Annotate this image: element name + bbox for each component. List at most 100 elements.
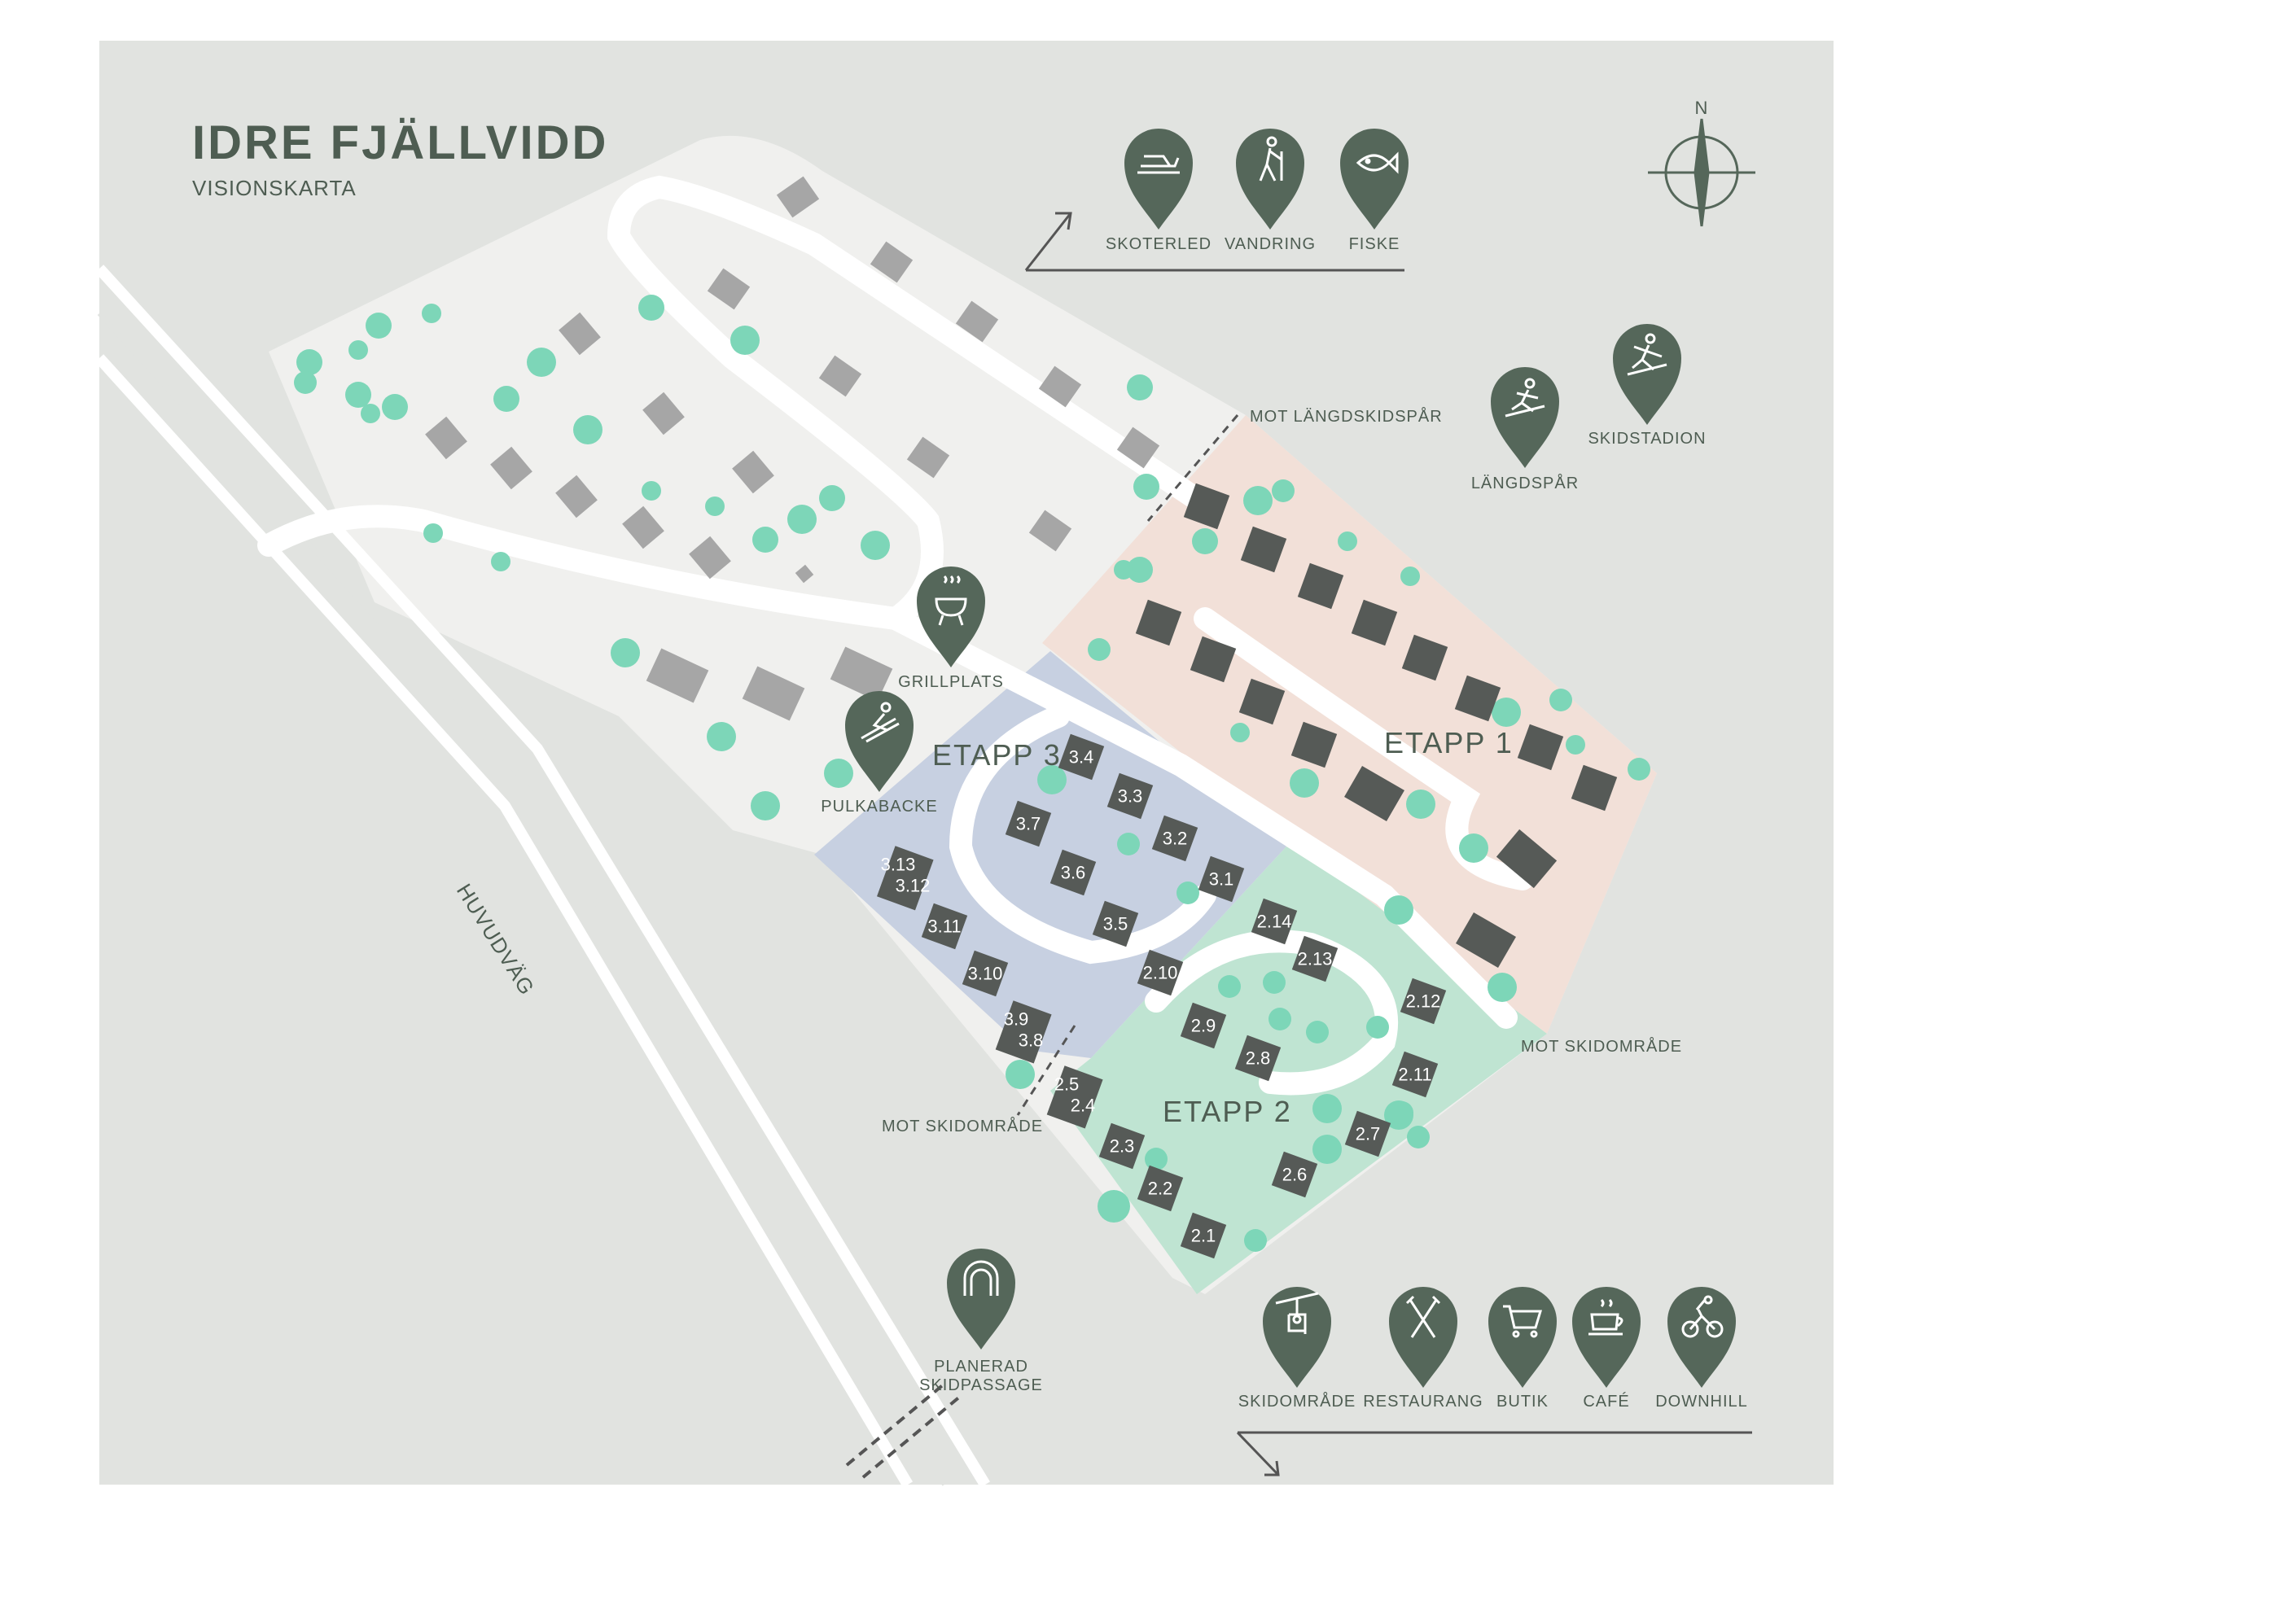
pin-pulkabacke[interactable]: [845, 691, 914, 792]
svg-text:2.13: 2.13: [1298, 949, 1333, 969]
plot-2-14: 2.14: [1251, 898, 1298, 945]
pin-label-skidstadion: SKIDSTADION: [1588, 430, 1706, 448]
pin-skoterled[interactable]: [1124, 129, 1193, 230]
plot-2-5: 2.5: [1054, 1074, 1080, 1095]
etapp3-label: ETAPP 3: [932, 738, 1062, 772]
page-subtitle: VISIONSKARTA: [192, 176, 357, 200]
dashed-tracks: [1016, 414, 1239, 1116]
biathlon-icon: [1627, 333, 1667, 376]
plot-2-3: 2.3: [1098, 1122, 1146, 1170]
pin-grillplats[interactable]: [917, 567, 985, 667]
plot-3-9-3-8: [995, 1000, 1052, 1064]
planned-ski-passage: [845, 1382, 962, 1479]
svg-text:3.2: 3.2: [1163, 829, 1188, 849]
plot-2-8: 2.8: [1234, 1035, 1282, 1082]
pin-skidomrade[interactable]: [1263, 1287, 1331, 1388]
plot-2-9: 2.9: [1180, 1002, 1227, 1049]
svg-text:2.1: 2.1: [1191, 1226, 1216, 1246]
pin-label-skidpassage-1: PLANERAD: [934, 1358, 1028, 1376]
svg-text:2.6: 2.6: [1282, 1165, 1308, 1185]
hiking-icon: [1259, 136, 1283, 182]
pin-label-skidomrade: SKIDOMRÅDE: [1238, 1392, 1356, 1411]
downhill-bike-icon: [1681, 1295, 1724, 1338]
tunnel-icon: [963, 1260, 999, 1296]
plot-3-4: 3.4: [1058, 733, 1105, 781]
direction-mot-langdskidspar: MOT LÄNGDSKIDSPÅR: [1250, 407, 1443, 426]
plot-3-3: 3.3: [1106, 772, 1154, 820]
pin-label-skidpassage-2: SKIDPASSAGE: [919, 1376, 1043, 1394]
coffee-cup-icon: [1588, 1298, 1623, 1336]
svg-text:3.4: 3.4: [1069, 747, 1094, 768]
svg-text:2.9: 2.9: [1191, 1016, 1216, 1036]
svg-text:2.8: 2.8: [1246, 1048, 1271, 1069]
pin-langdspar[interactable]: [1491, 367, 1559, 468]
fish-icon: [1356, 151, 1399, 174]
plot-3-2: 3.2: [1151, 815, 1198, 862]
internal-roads: [257, 175, 1534, 1096]
pin-label-butik: BUTIK: [1496, 1393, 1549, 1411]
svg-text:2.10: 2.10: [1143, 963, 1178, 983]
plot-3-12: 3.12: [896, 876, 931, 896]
pin-label-pulkabacke: PULKABACKE: [821, 798, 937, 816]
plot-2-6: 2.6: [1271, 1151, 1318, 1198]
page-title: IDRE FJÄLLVIDD: [192, 116, 608, 169]
grill-icon: [935, 575, 967, 626]
pin-vandring[interactable]: [1236, 129, 1304, 230]
plot-3-11: 3.11: [921, 903, 968, 950]
svg-text:3.6: 3.6: [1061, 863, 1086, 883]
plot-3-8: 3.8: [1019, 1030, 1044, 1051]
pin-planerad-skidpassage[interactable]: [947, 1249, 1015, 1350]
plot-3-13: 3.13: [881, 855, 916, 875]
pin-cafe[interactable]: [1572, 1287, 1641, 1388]
existing-buildings: [425, 176, 1160, 721]
svg-text:3.10: 3.10: [968, 964, 1003, 984]
svg-text:2.11: 2.11: [1398, 1065, 1431, 1085]
direction-mot-skidomrade-right: MOT SKIDOMRÅDE: [1521, 1037, 1682, 1056]
pin-label-vandring: VANDRING: [1225, 235, 1316, 253]
svg-text:2.7: 2.7: [1356, 1124, 1381, 1144]
snowmobile-icon: [1137, 155, 1180, 174]
main-road-center: [97, 311, 947, 1486]
pointer-arrow-top: [1024, 212, 1404, 272]
ski-lift-icon: [1275, 1292, 1319, 1334]
pointer-arrow-bottom: [1236, 1431, 1752, 1476]
pin-label-cafe: CAFÉ: [1583, 1392, 1629, 1411]
svg-text:3.5: 3.5: [1103, 914, 1128, 934]
cross-country-ski-icon: [1505, 378, 1545, 418]
plot-3-7: 3.7: [1005, 800, 1052, 847]
shopping-cart-icon: [1503, 1305, 1543, 1338]
plot-2-1: 2.1: [1180, 1212, 1227, 1259]
plot-2-10: 2.10: [1137, 949, 1184, 996]
plot-2-11: 2.11: [1391, 1051, 1439, 1098]
svg-text:2.12: 2.12: [1406, 991, 1441, 1012]
plot-3-10: 3.10: [962, 950, 1009, 997]
main-road: [94, 265, 990, 1488]
pin-skidstadion[interactable]: [1613, 324, 1681, 425]
etapp1-label: ETAPP 1: [1384, 726, 1514, 759]
plot-2-5-2-4: [1046, 1065, 1103, 1129]
svg-text:3.3: 3.3: [1118, 786, 1143, 807]
svg-text:3.11: 3.11: [927, 916, 961, 937]
pin-restaurang[interactable]: [1389, 1287, 1457, 1388]
trees: [294, 295, 1650, 1252]
plot-2-2: 2.2: [1137, 1165, 1184, 1212]
plot-2-4: 2.4: [1071, 1096, 1096, 1116]
pin-downhill[interactable]: [1667, 1287, 1736, 1388]
etapp1-buildings: [1135, 483, 1618, 969]
pin-label-fiske: FISKE: [1349, 235, 1400, 253]
plot-3-5: 3.5: [1092, 900, 1139, 947]
pin-label-grillplats: GRILLPLATS: [898, 673, 1004, 691]
plot-3-9: 3.9: [1004, 1009, 1029, 1030]
plot-2-12: 2.12: [1400, 978, 1447, 1025]
svg-text:2.2: 2.2: [1148, 1179, 1173, 1199]
compass-north-label: N: [1695, 98, 1709, 118]
etapp3-plots: 3.4 3.3 3.7 3.2 3.6 3.1 3.5 3.13 3.12 3.…: [877, 733, 1245, 1064]
pin-fiske[interactable]: [1340, 129, 1409, 230]
sledding-icon: [861, 702, 900, 743]
pin-label-downhill: DOWNHILL: [1655, 1393, 1748, 1411]
pin-label-langdspar: LÄNGDSPÅR: [1471, 474, 1579, 492]
pin-label-skoterled: SKOTERLED: [1106, 235, 1212, 253]
fork-knife-icon: [1405, 1295, 1441, 1338]
pin-butik[interactable]: [1488, 1287, 1557, 1388]
